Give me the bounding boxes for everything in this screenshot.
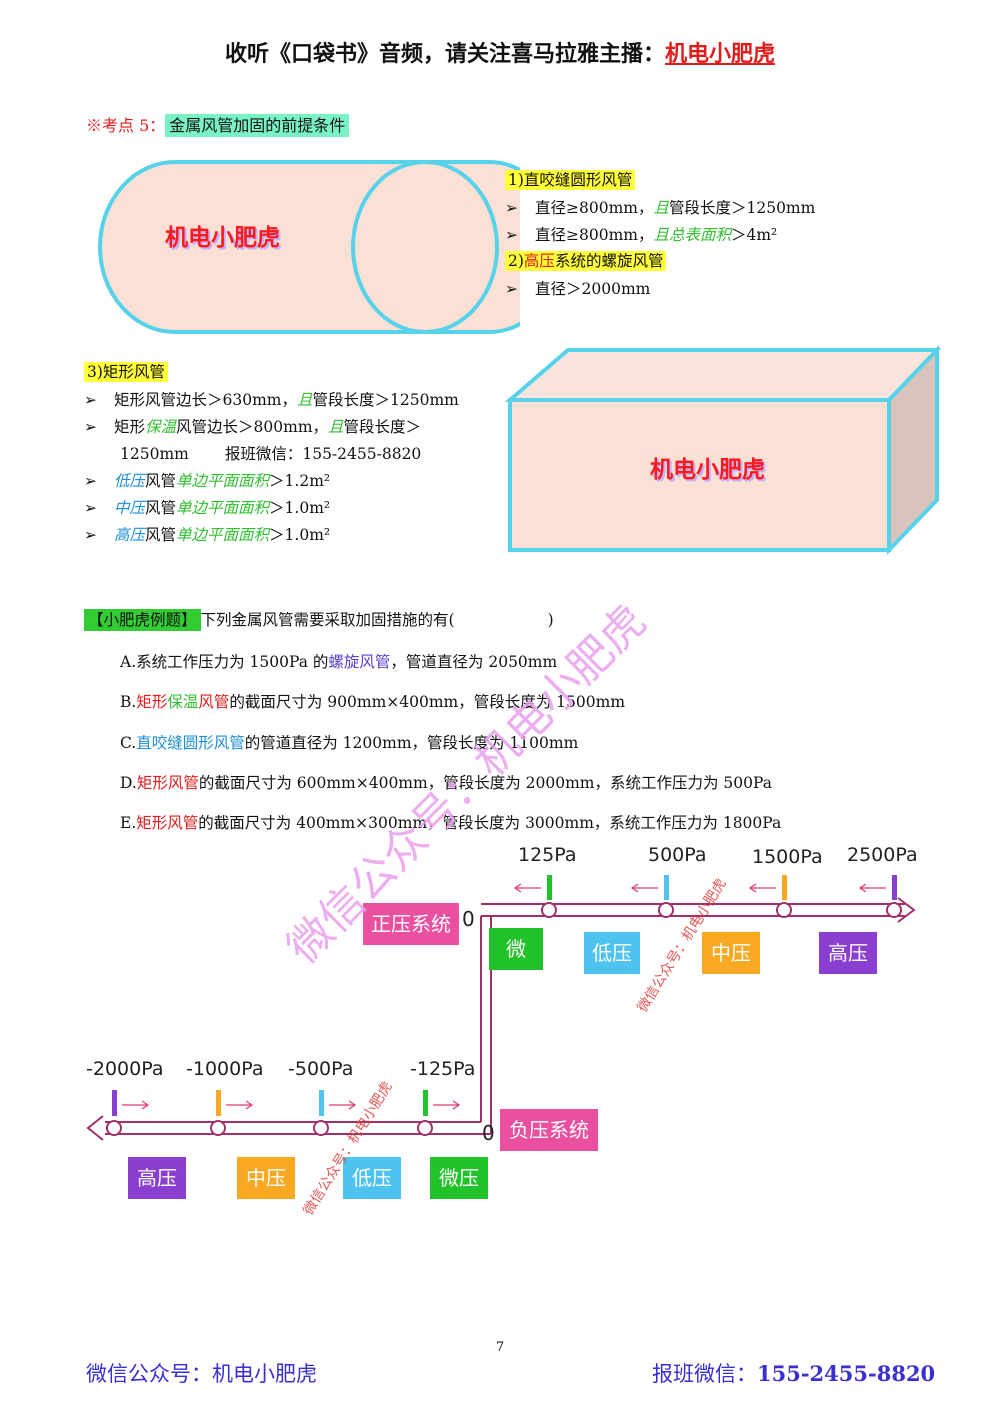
pos-zone-0: 微 [489,928,543,970]
negative-system-label: 负压系统 [500,1109,598,1151]
neg-tick-2 [319,1090,324,1116]
pos-zone-3: 高压 [819,932,877,974]
rect-duct-title: 3)矩形风管 [84,360,168,382]
cylinder-illustration [98,160,520,334]
negative-zero: 0 [482,1121,495,1145]
bullet-arrow-icon: ➢ [84,472,97,490]
section-heading: ※考点 5：金属风管加固的前提条件 [86,112,350,137]
spiral-duct-cond: ➢直径＞2000mm [505,280,651,298]
pos-pressure-2: 1500Pa [752,846,823,868]
option-e: E.矩形风管的截面尺寸为 400mm×300mm，管段长度为 3000mm，系统… [120,814,782,832]
option-a: A.系统工作压力为 1500Pa 的螺旋风管，管道直径为 2050mm [120,653,558,671]
cylinder-logo: 机电小肥虎 [165,225,280,251]
pos-tick-2 [782,875,787,900]
neg-zone-0: 高压 [128,1157,186,1199]
pos-node-2 [776,902,792,918]
footer-wechat: 微信公众号：机电小肥虎 [86,1362,317,1386]
pos-arrow-2 [748,883,776,893]
question-tag: 【小肥虎例题】 [84,609,201,631]
rect-duct-cond-1: ➢矩形风管边长＞630mm，且管段长度＞1250mm [84,391,459,409]
neg-arrow-0 [122,1100,150,1110]
neg-zone-2: 低压 [343,1157,401,1199]
option-b: B.矩形保温风管的截面尺寸为 900mm×400mm，管段长度为 1500mm [120,693,626,711]
neg-arrow-1 [226,1100,254,1110]
rect-duct-cond-5: ➢高压风管单边平面面积＞1.0m² [84,526,331,544]
footer-phone: 155-2455-8820 [757,1361,936,1386]
page-header: 收听《口袋书》音频，请关注喜马拉雅主播：机电小肥虎 [0,36,1000,68]
positive-zero: 0 [462,907,475,931]
pos-zone-2: 中压 [702,932,760,974]
rect-duct-cond-3: ➢低压风管单边平面面积＞1.2m² [84,472,331,490]
pos-tick-0 [547,875,552,900]
neg-node-0 [106,1120,122,1136]
pos-tick-3 [892,875,897,900]
neg-pressure-1: -1000Pa [186,1058,264,1080]
bullet-arrow-icon: ➢ [84,499,97,517]
neg-arrow-3 [433,1100,461,1110]
neg-pressure-0: -2000Pa [86,1058,164,1080]
section-title: 金属风管加固的前提条件 [165,114,350,137]
neg-tick-0 [112,1090,117,1116]
negative-nodes [106,1090,461,1136]
neg-pressure-2: -500Pa [288,1058,354,1080]
pos-arrow-0 [513,883,541,893]
round-duct-cond-1: ➢直径≥800mm，且管段长度＞1250mm [505,199,816,217]
neg-node-2 [313,1120,329,1136]
footer-contact: 报班微信：155-2455-8820 [652,1361,936,1386]
rect-duct-cond-2: ➢矩形保温风管边长＞800mm，且管段长度＞ [84,418,422,436]
contact-inline: 报班微信：155-2455-8820 [224,445,422,463]
bullet-arrow-icon: ➢ [84,526,97,544]
pos-zone-1: 低压 [584,932,640,974]
option-d: D.矩形风管的截面尺寸为 600mm×400mm，管段长度为 2000mm，系统… [120,774,772,792]
pos-pressure-3: 2500Pa [847,844,918,866]
box-logo: 机电小肥虎 [650,457,765,483]
neg-tick-3 [423,1090,428,1116]
pos-pressure-0: 125Pa [518,844,577,866]
neg-zone-3: 微压 [430,1157,488,1199]
header-text: 收听《口袋书》音频，请关注喜马拉雅主播： [224,41,665,67]
bullet-arrow-icon: ➢ [505,280,518,298]
neg-node-1 [210,1120,226,1136]
bullet-arrow-icon: ➢ [505,199,518,217]
pos-arrow-3 [858,883,886,893]
positive-system-label: 正压系统 [363,903,459,945]
rect-duct-cond-4: ➢中压风管单边平面面积＞1.0m² [84,499,331,517]
question-stem: 【小肥虎例题】下列金属风管需要采取加固措施的有( ) [84,608,554,631]
bullet-arrow-icon: ➢ [505,226,518,244]
box-illustration [505,345,942,555]
pos-pressure-1: 500Pa [648,844,707,866]
pos-node-0 [541,902,557,918]
round-duct-cond-2: ➢直径≥800mm，且总表面积＞4m² [505,226,778,244]
neg-arrow-2 [329,1100,357,1110]
option-c: C.直咬缝圆形风管的管道直径为 1200mm，管段长度为 1100mm [120,734,579,752]
spiral-duct-title: 2)高压系统的螺旋风管 [505,249,667,271]
header-brand: 机电小肥虎 [665,41,776,67]
pos-node-3 [886,902,902,918]
neg-zone-1: 中压 [237,1157,295,1199]
neg-pressure-3: -125Pa [410,1058,476,1080]
neg-tick-1 [216,1090,221,1116]
pos-tick-1 [664,875,669,900]
neg-node-3 [417,1120,433,1136]
round-duct-title: 1)直咬缝圆形风管 [505,168,636,190]
pos-arrow-1 [630,883,658,893]
page-number: 7 [495,1340,505,1355]
section-label: ※考点 5： [86,116,166,135]
bullet-arrow-icon: ➢ [84,418,97,436]
bullet-arrow-icon: ➢ [84,391,97,409]
pos-node-1 [658,902,674,918]
